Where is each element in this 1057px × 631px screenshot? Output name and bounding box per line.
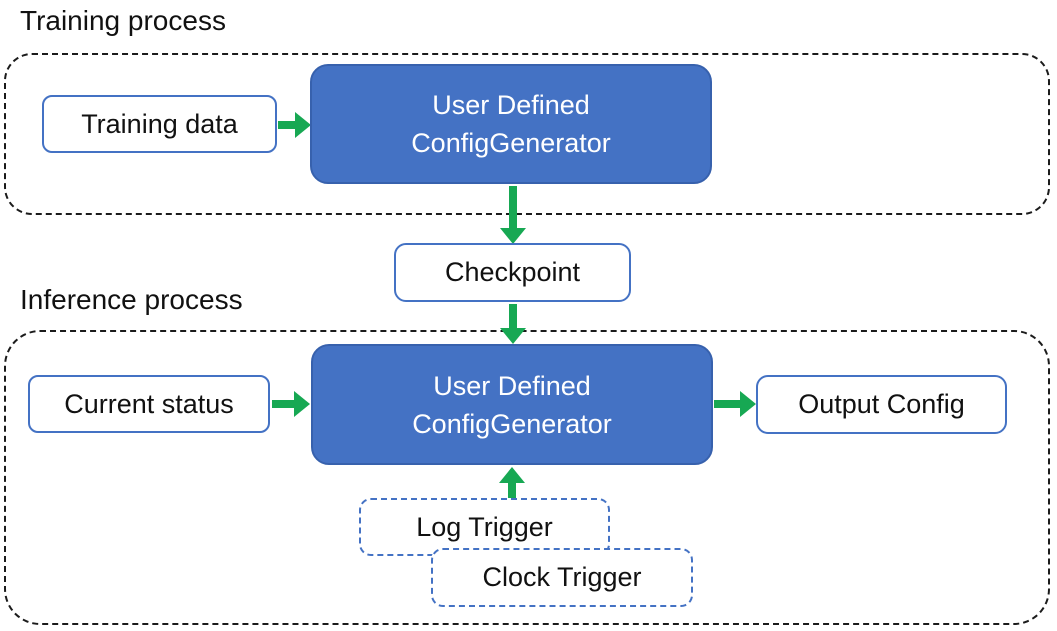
arrow-shaft: [509, 186, 517, 228]
output-config-box: Output Config: [756, 375, 1007, 434]
training-data-label: Training data: [81, 108, 238, 139]
clock-trigger-label: Clock Trigger: [482, 562, 642, 592]
arrow-current-status-to-generator: [272, 391, 310, 417]
checkpoint-label: Checkpoint: [444, 257, 581, 287]
arrow-head-down: [500, 328, 526, 344]
log-trigger-label: Log Trigger: [416, 511, 553, 542]
checkpoint-box: Checkpoint: [394, 243, 631, 302]
inference-process-container: [4, 330, 1050, 625]
arrow-generator-to-output-config: [714, 391, 756, 417]
clock-trigger-box: Clock Trigger: [431, 548, 693, 607]
arrow-shaft: [278, 121, 295, 129]
arrow-shaft: [272, 400, 294, 408]
arrow-head-right: [294, 391, 310, 417]
inference-process-title: Inference process: [20, 284, 243, 315]
log-trigger-box: Log Trigger: [359, 498, 610, 556]
inference-config-generator-box: User Defined ConfigGenerator: [311, 344, 713, 465]
training-process-container: [4, 53, 1050, 215]
output-config-label: Output Config: [798, 389, 965, 419]
training-data-box: Training data: [42, 95, 277, 153]
arrow-shaft: [509, 304, 517, 328]
inference-generator-label-line1: User Defined: [433, 370, 591, 401]
arrow-log-trigger-to-generator: [499, 467, 525, 498]
training-process-title: Training process: [20, 5, 226, 36]
arrow-generator-to-checkpoint: [500, 186, 526, 244]
training-generator-label-line2: ConfigGenerator: [411, 128, 611, 158]
training-config-generator-box: User Defined ConfigGenerator: [310, 64, 712, 184]
current-status-label: Current status: [64, 388, 234, 419]
arrow-checkpoint-to-inference-generator: [500, 304, 526, 344]
arrow-training-data-to-generator: [278, 112, 311, 138]
arrow-head-right: [295, 112, 311, 138]
arrow-shaft: [508, 483, 516, 498]
arrow-shaft: [714, 400, 740, 408]
training-generator-label-line1: User Defined: [432, 90, 590, 120]
inference-generator-label-line2: ConfigGenerator: [412, 408, 612, 439]
arrow-head-right: [740, 391, 756, 417]
arrow-head-down: [500, 228, 526, 244]
arrow-head-up: [499, 467, 525, 483]
current-status-box: Current status: [28, 375, 270, 433]
